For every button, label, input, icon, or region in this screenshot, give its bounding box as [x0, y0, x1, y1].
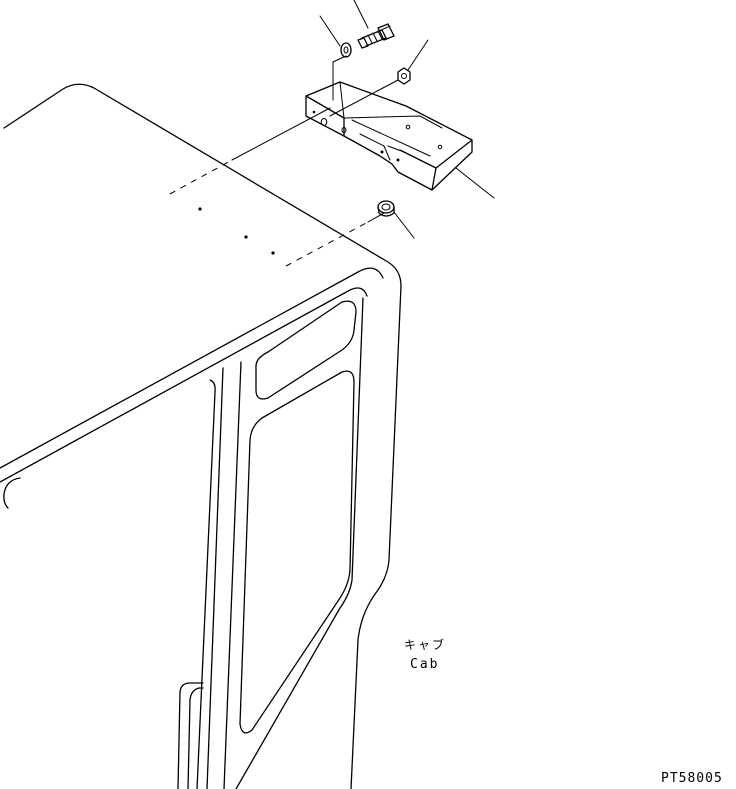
leader-bracket: [455, 167, 495, 199]
assembly-line-nut: [329, 79, 399, 117]
door-frame-outer: [235, 297, 364, 789]
door-frame-post-3: [196, 379, 216, 789]
washer: [340, 42, 352, 58]
cab-front-corner: [3, 477, 21, 509]
upper-window: [255, 300, 357, 400]
leader-spacer: [393, 211, 415, 239]
bracket-top-plate: [305, 81, 473, 169]
assembly-line-washer: [332, 55, 347, 101]
bolt: [357, 23, 395, 49]
bracket-side-face: [343, 135, 437, 191]
door-frame-post-4: [187, 687, 204, 789]
bolt-threaded-end: [357, 37, 369, 49]
leader-nut: [407, 39, 429, 71]
bolt-shank: [361, 29, 387, 47]
spacer-hole: [381, 203, 391, 211]
door-window: [239, 370, 355, 734]
door-frame-post-2: [223, 361, 242, 789]
leader-washer: [319, 15, 341, 47]
bracket-hole: [341, 127, 347, 133]
drawing-code: PT58005: [661, 771, 723, 786]
assembly-line-spacer: [285, 221, 369, 267]
mount-hole: [271, 251, 275, 255]
spacer-top: [377, 200, 395, 214]
leader-bolt: [353, 0, 369, 29]
cab-label-japanese: キャブ: [404, 638, 447, 652]
cab-body: [0, 83, 402, 789]
bracket-hole: [405, 124, 411, 130]
spacer-body: [377, 206, 395, 217]
door-frame-post-5: [177, 682, 204, 789]
cab-label-english: Cab: [410, 657, 440, 672]
nut-hole: [401, 73, 407, 79]
assembly-line-bolt: [169, 159, 233, 195]
assembly-line-bolt-solid: [231, 107, 331, 161]
bracket-hole: [380, 150, 384, 154]
cab-roof-lower-edge: [0, 287, 368, 483]
bracket-hole: [312, 110, 316, 114]
bracket-right-face: [431, 139, 473, 191]
cab-roof-front-edge: [0, 267, 384, 469]
bracket: [305, 81, 473, 191]
spacer: [377, 200, 395, 217]
roof-mount-holes: [198, 207, 275, 255]
cab-roof-edge: [3, 83, 402, 287]
nut-hex: [397, 67, 411, 85]
washer-inner: [343, 46, 349, 54]
nut: [397, 67, 411, 85]
washer-outer: [340, 42, 352, 58]
bolt-head: [377, 23, 395, 41]
bracket-hole: [437, 144, 443, 150]
mount-hole: [198, 207, 202, 211]
bracket-hole: [396, 158, 400, 162]
assembly-lines: [169, 55, 399, 267]
door-frame-post-1: [206, 367, 224, 789]
bracket-end-plate: [305, 95, 345, 137]
bracket-hole: [320, 118, 328, 126]
mount-hole: [244, 235, 248, 239]
leader-lines: [319, 0, 495, 239]
cab-corner-post: [350, 285, 402, 789]
